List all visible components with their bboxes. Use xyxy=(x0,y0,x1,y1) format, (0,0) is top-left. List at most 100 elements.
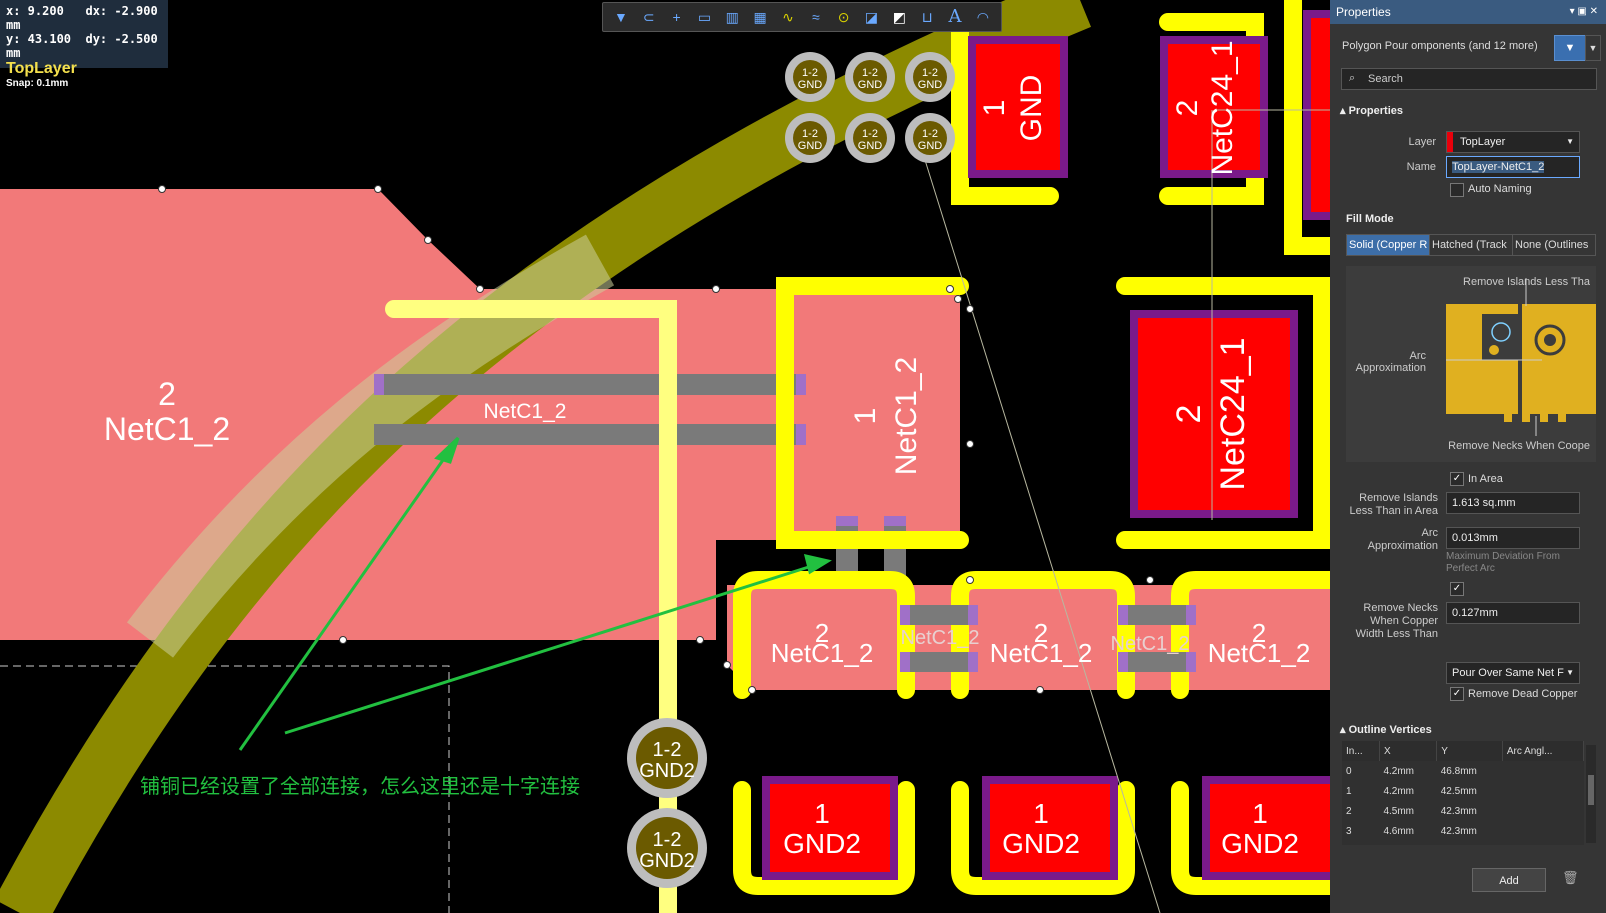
remove-necks-field[interactable]: 0.127mm xyxy=(1446,602,1580,624)
col-y[interactable]: Y xyxy=(1436,741,1503,761)
svg-text:GND: GND xyxy=(798,79,823,91)
fill-mode-label: Fill Mode xyxy=(1346,213,1394,225)
pour-left-net: NetC1_2 xyxy=(104,411,230,447)
route-multi-icon[interactable]: ∿ xyxy=(782,9,794,25)
layer-color-swatch xyxy=(1447,132,1453,152)
filter-dropdown[interactable]: ▼ xyxy=(1585,35,1601,61)
svg-text:1-2: 1-2 xyxy=(802,128,818,140)
svg-text:NetC24_1: NetC24_1 xyxy=(1206,40,1239,175)
panel-controls[interactable]: ▾ ▣ ✕ xyxy=(1569,6,1598,17)
svg-text:GND2: GND2 xyxy=(639,760,695,782)
vertices-scrollbar[interactable] xyxy=(1586,745,1596,843)
tab-none[interactable]: None (Outlines xyxy=(1512,235,1595,255)
properties-panel: Properties ▾ ▣ ✕ Polygon Pour omponents … xyxy=(1330,0,1606,913)
coord-x: x: 9.200 xyxy=(6,4,64,18)
col-x[interactable]: X xyxy=(1379,741,1438,761)
section-outline-vertices[interactable]: ▴ Outline Vertices xyxy=(1340,724,1432,736)
annotation-arrow xyxy=(238,449,452,751)
svg-text:2: 2 xyxy=(1170,405,1208,424)
annotation-text: 铺铜已经设置了全部连接，怎么这里还是十字连接 xyxy=(140,774,580,798)
add-vertex-button[interactable]: Add xyxy=(1472,868,1546,892)
pad-gnd2 xyxy=(1210,784,1330,872)
svg-text:NetC1_2: NetC1_2 xyxy=(901,627,980,649)
svg-text:1-2: 1-2 xyxy=(653,829,682,851)
svg-text:GND2: GND2 xyxy=(1002,828,1080,859)
fill-icon[interactable]: ◪ xyxy=(864,9,879,25)
arc-approximation-field[interactable]: 0.013mm xyxy=(1446,527,1580,549)
track-upper xyxy=(374,374,806,395)
svg-text:GND: GND xyxy=(1015,75,1048,142)
pad-netc24-small xyxy=(1168,44,1260,170)
pour-over-select[interactable]: Pour Over Same Net F ▼ xyxy=(1446,662,1580,684)
svg-text:GND: GND xyxy=(918,140,943,152)
add-icon[interactable]: + xyxy=(672,9,681,25)
pad-gnd-top xyxy=(976,44,1060,170)
remove-necks-checkbox[interactable]: ✓ xyxy=(1450,582,1464,596)
svg-text:GND2: GND2 xyxy=(639,850,695,872)
pour-left-num: 2 xyxy=(158,376,176,412)
pad-gnd2 xyxy=(770,784,890,872)
silk-outline-pad-c1 xyxy=(776,277,969,549)
svg-text:NetC1_2: NetC1_2 xyxy=(1111,633,1190,655)
name-field[interactable]: TopLayer-NetC1_2 xyxy=(1446,156,1580,178)
polygon-pour-diagram-icon xyxy=(1446,278,1596,436)
coord-y: y: 43.100 xyxy=(6,32,72,46)
svg-text:1: 1 xyxy=(1252,798,1268,829)
fill-mode-tabs: Solid (Copper R Hatched (Track None (Out… xyxy=(1346,234,1596,256)
col-arc-angle[interactable]: Arc Angl... xyxy=(1502,741,1584,761)
diagram-islands-label: Remove Islands Less Tha xyxy=(1463,276,1590,288)
arc-icon[interactable]: ◠ xyxy=(976,9,989,25)
via-icon[interactable]: ⊙ xyxy=(837,9,850,25)
tab-solid[interactable]: Solid (Copper R xyxy=(1347,235,1429,255)
filter-icon[interactable]: ▼ xyxy=(613,9,628,25)
remove-islands-field[interactable]: 1.613 sq.mm xyxy=(1446,492,1580,514)
auto-naming-label: Auto Naming xyxy=(1468,183,1532,195)
track-lower xyxy=(374,424,806,445)
active-bar: ▼ ⊂ + ▭ ▥ ▦ ∿ ≈ ⊙ ◪ ◩ ⊔ A ◠ xyxy=(602,2,1002,32)
trash-icon[interactable]: 🗑 xyxy=(1562,870,1579,885)
search-input[interactable]: ⌕ Search xyxy=(1341,68,1597,90)
auto-naming-checkbox[interactable] xyxy=(1450,183,1464,197)
text-icon[interactable]: A xyxy=(948,6,962,27)
filter-icon: ▼ xyxy=(1564,42,1576,54)
select-area-icon[interactable]: ▭ xyxy=(697,9,712,25)
svg-text:1-2: 1-2 xyxy=(862,67,878,79)
svg-text:NetC1_2: NetC1_2 xyxy=(771,638,874,668)
tab-hatched[interactable]: Hatched (Track xyxy=(1429,235,1512,255)
annotation-arrow xyxy=(284,563,816,735)
route-icon[interactable]: ⊂ xyxy=(642,9,655,25)
svg-text:GND2: GND2 xyxy=(1221,828,1299,859)
col-index[interactable]: In... xyxy=(1342,741,1380,761)
polygon-icon[interactable]: ◩ xyxy=(892,9,906,25)
layer-select[interactable]: TopLayer ▼ xyxy=(1446,131,1580,153)
filter-button[interactable]: ▼ xyxy=(1554,35,1586,61)
via-label: 1-2 xyxy=(802,67,818,79)
in-area-checkbox[interactable]: ✓ xyxy=(1450,472,1464,486)
svg-text:1: 1 xyxy=(849,408,882,425)
current-layer: TopLayer xyxy=(6,60,77,77)
bar-chart-icon[interactable]: ▥ xyxy=(725,9,739,25)
dimension-icon[interactable]: ⊔ xyxy=(921,9,933,25)
silk-outline-c1 xyxy=(385,300,677,913)
selected-object: Polygon Pour omponents (and 12 more) xyxy=(1342,40,1538,52)
section-properties[interactable]: ▴ Properties xyxy=(1340,105,1403,117)
pad-gnd2 xyxy=(990,784,1110,872)
remove-dead-copper-checkbox[interactable]: ✓ xyxy=(1450,687,1464,701)
svg-text:NetC1_2: NetC1_2 xyxy=(990,638,1093,668)
component-icon[interactable]: ▦ xyxy=(753,9,767,25)
in-area-label: In Area xyxy=(1468,473,1503,485)
svg-text:GND: GND xyxy=(858,140,883,152)
diff-pair-icon[interactable]: ≈ xyxy=(811,9,820,25)
silk-outline-gnd xyxy=(951,17,1059,205)
snap-value: Snap: 0.1mm xyxy=(6,78,69,89)
